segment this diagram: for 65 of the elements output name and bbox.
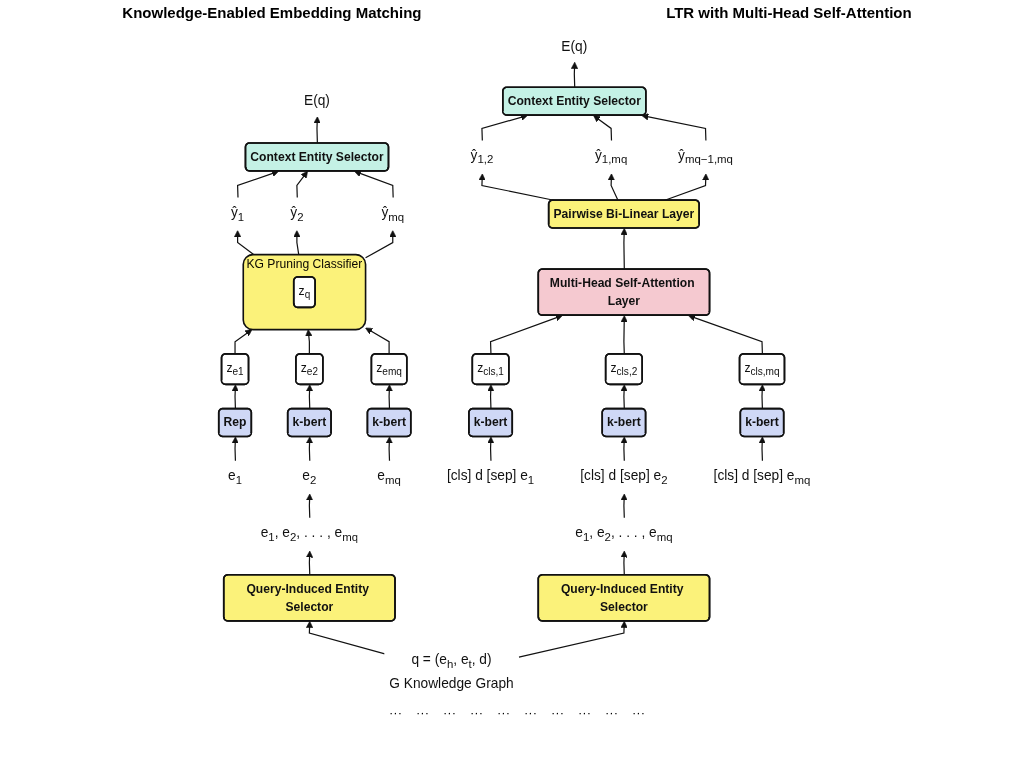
ellipsis-text: ··· <box>416 705 429 720</box>
arrow <box>234 230 255 256</box>
arrow <box>758 436 766 462</box>
arrow <box>364 230 397 259</box>
node-text: ŷ$_{mq}$ <box>381 204 405 223</box>
ellipsis-text: ··· <box>605 705 618 720</box>
arrow <box>231 384 239 410</box>
ellipsis-text: ··· <box>524 705 537 720</box>
arrow <box>607 173 619 202</box>
arrow <box>365 327 390 355</box>
arrow <box>354 170 394 199</box>
node-text: e$_{2}$ <box>302 467 317 487</box>
node-text: ŷ$_{1,mq}$ <box>594 147 628 166</box>
arrow <box>593 115 613 142</box>
arrow <box>293 230 301 256</box>
arrow <box>385 436 393 462</box>
arrow <box>237 170 279 199</box>
node-text: e$_{mq}$ <box>377 467 401 487</box>
node-text: E(q) <box>304 93 330 109</box>
arrow <box>487 436 495 462</box>
ellipsis-text: ··· <box>470 705 483 720</box>
arrow <box>570 61 579 89</box>
arrow <box>620 436 628 462</box>
arrow <box>518 620 628 658</box>
arrow <box>620 228 628 271</box>
arrow <box>306 550 314 576</box>
panel-title: Knowledge-Enabled Embedding Matching <box>122 4 422 21</box>
panel-title: LTR with Multi-Head Self-Attention <box>666 4 912 21</box>
node-text: [cls] d [sep] e$_{2}$ <box>580 467 668 487</box>
ellipsis-text: ··· <box>497 705 510 720</box>
node-text: e$_{1}$, e$_{2}$, . . . , e$_{mq}$ <box>260 525 359 544</box>
node-text: ŷ$_{1}$ <box>231 204 245 223</box>
arrow <box>306 620 386 655</box>
node-text: ŷ$_{mq−1,mq}$ <box>678 147 733 166</box>
arrow <box>306 493 314 519</box>
node-text: [cls] d [sep] e$_{mq}$ <box>713 467 811 487</box>
arrow <box>688 314 763 355</box>
node-text: e$_{1}$ <box>228 467 243 487</box>
arrow <box>620 315 628 355</box>
arrow <box>306 384 314 410</box>
arrow <box>487 384 495 410</box>
node-text: E(q) <box>561 38 588 55</box>
ellipsis-text: ··· <box>632 705 645 720</box>
ellipsis-text: ··· <box>389 705 402 720</box>
node-text: ŷ$_{2}$ <box>290 204 304 223</box>
node-text: ŷ$_{1,2}$ <box>470 147 494 166</box>
arrow <box>641 113 707 142</box>
arrow <box>234 329 253 355</box>
ellipsis-text: ··· <box>443 705 456 720</box>
arrow <box>305 329 313 355</box>
node-text: q = (e$_{h}$, e$_{t}$, d) G Knowledge Graph <box>389 652 514 691</box>
arrow <box>620 550 628 576</box>
arrow <box>385 384 393 410</box>
arrow <box>313 116 321 144</box>
arrow <box>620 493 628 519</box>
arrow <box>620 384 628 410</box>
ellipsis-text: ··· <box>551 705 564 720</box>
ellipsis-text: ··· <box>578 705 591 720</box>
arrow <box>231 436 239 462</box>
arrow <box>758 384 766 410</box>
arrow <box>306 436 314 462</box>
arrow <box>296 170 308 199</box>
node-text: [cls] d [sep] e$_{1}$ <box>446 467 535 487</box>
node-text: e$_{1}$, e$_{2}$, . . . , e$_{mq}$ <box>575 525 673 544</box>
arrow <box>489 314 563 355</box>
